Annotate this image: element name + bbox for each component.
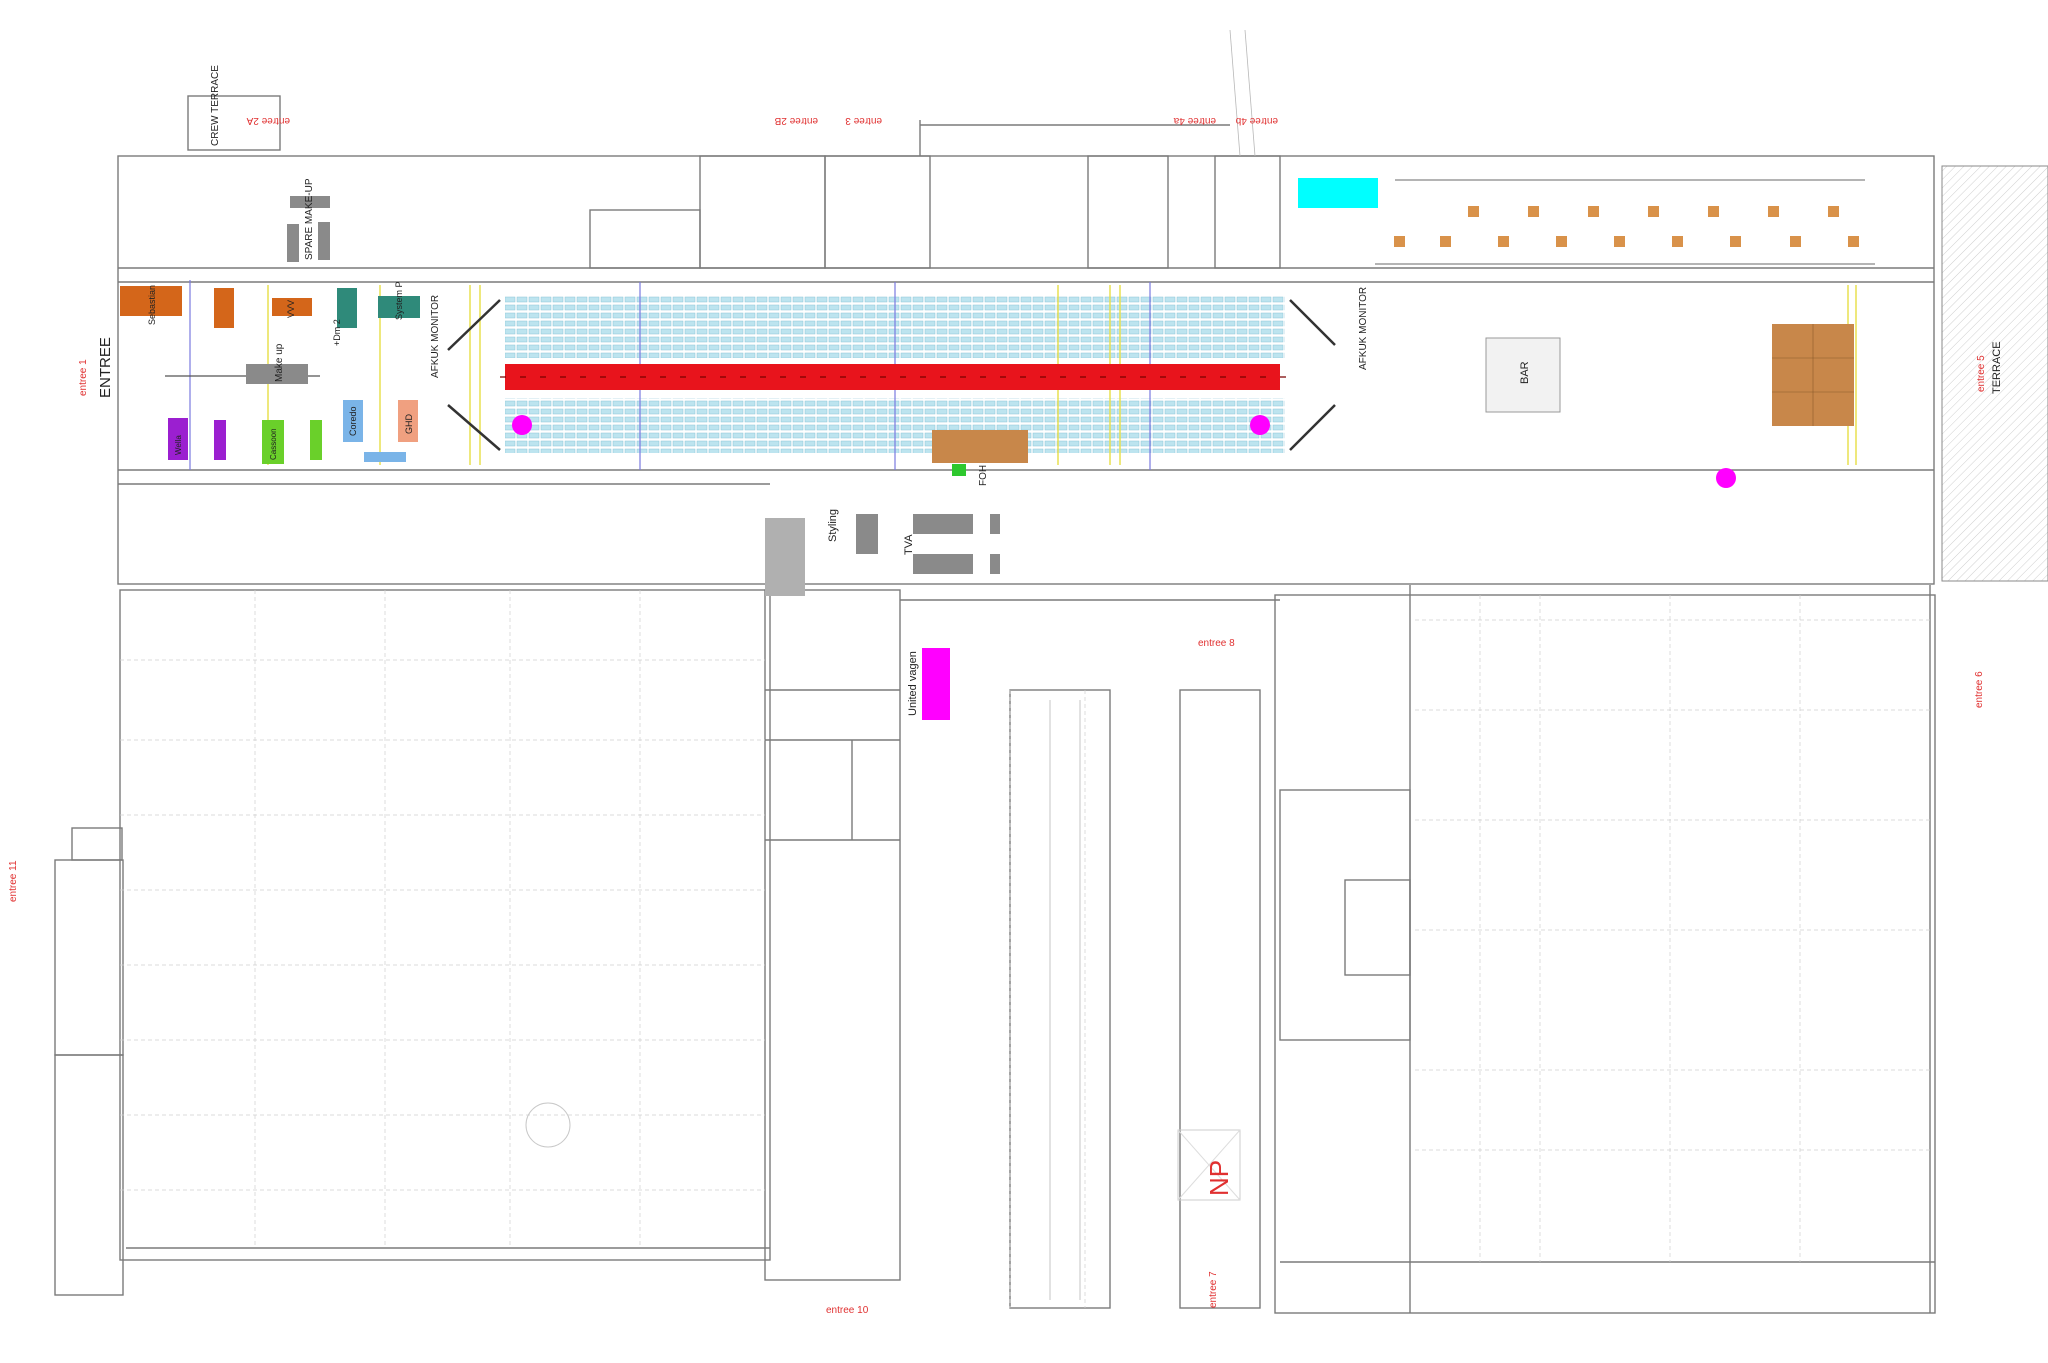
booth-label: Cassoon [269,428,278,460]
runway-hall [165,280,1857,488]
foh-label: FOH [978,465,989,486]
lounger [1556,236,1567,247]
booth-orange-2 [214,288,234,328]
booth-vvv [272,298,312,316]
lounger [1648,206,1659,217]
entrance-label: entree 4a [1173,115,1216,126]
booth-system-p [378,296,420,318]
booth-teal [337,288,357,328]
bar-counter [1485,337,1561,413]
entree-label: ENTREE [97,337,114,398]
entrance-label: entree 8 [1198,638,1235,649]
spare-makeup-label: SPARE MAKE-UP [304,178,315,260]
marker-dot [512,415,532,435]
styling-label: Styling [827,509,839,542]
united-vagen-label: United vagen [907,651,919,716]
foh-desk [932,430,1028,463]
booth-label: Coredo [348,406,358,436]
booth-wella [168,418,188,460]
booth-label: System P [394,281,404,320]
marker-dot [1716,468,1736,488]
lounger [1730,236,1741,247]
lounger [1528,206,1539,217]
booth-sebastian [120,286,182,316]
booth-label: Sebastian [147,285,157,325]
lounger [1440,236,1451,247]
afkuk-monitor-right-label: AFKUK MONITOR [1358,287,1369,370]
booth-coredo [343,400,363,442]
crew-terrace-label: CREW TERRACE [210,65,221,146]
booth-label: VVV [286,300,296,318]
lounger [1790,236,1801,247]
booth-label: GHD [404,414,414,435]
united-vagen-block [922,648,950,720]
afkuk-monitor-left-label: AFKUK MONITOR [430,295,441,378]
lounger [1614,236,1625,247]
bar-label: BAR [1519,361,1531,384]
booth-label: Wella [174,435,183,455]
lounger [1498,236,1509,247]
entrance-label: entree 10 [826,1305,869,1316]
terrace-zone [1298,178,1875,426]
lounger [1768,206,1779,217]
booth-cassoon [262,420,284,464]
booth-makeup [246,364,308,384]
labels-layer: ENTREE CREW TERRACE SPARE MAKE-UP TERRAC… [8,65,2003,1316]
booth-green-2 [310,420,322,460]
column-grid [120,590,1930,1308]
runway [505,364,1280,390]
entrance-label: entree 5 [1976,355,1987,392]
lounger [1468,206,1479,217]
lounger [1672,236,1683,247]
entrance-label: entree 3 [845,115,882,126]
lounger [1828,206,1839,217]
lounger [1848,236,1859,247]
lounger [1708,206,1719,217]
entrance-label: entree 6 [1974,671,1985,708]
marker-dot [1250,415,1270,435]
entrance-label: entree 11 [8,860,19,902]
booth-purple-2 [214,420,226,460]
building-walls [54,29,2048,1314]
lounger [1394,236,1405,247]
terrace-label: TERRACE [1991,341,2003,394]
lounger [1588,206,1599,217]
entrance-label: entree 2B [774,115,818,126]
entrance-label: entree 4b [1235,115,1278,126]
pool [1298,178,1378,208]
booth-label: Make up [274,343,285,382]
booth-label: +Dm 2 [332,319,342,346]
np-label: NP [1204,1160,1234,1196]
service-area [525,514,1241,1201]
entrance-label: entree 7 [1208,1271,1219,1308]
booth-ghd [398,400,418,442]
tva-label: TVA [903,534,915,555]
booth-area [120,196,420,464]
entrance-label: entree 1 [78,359,89,396]
entrance-label: entree 2A [246,115,290,126]
